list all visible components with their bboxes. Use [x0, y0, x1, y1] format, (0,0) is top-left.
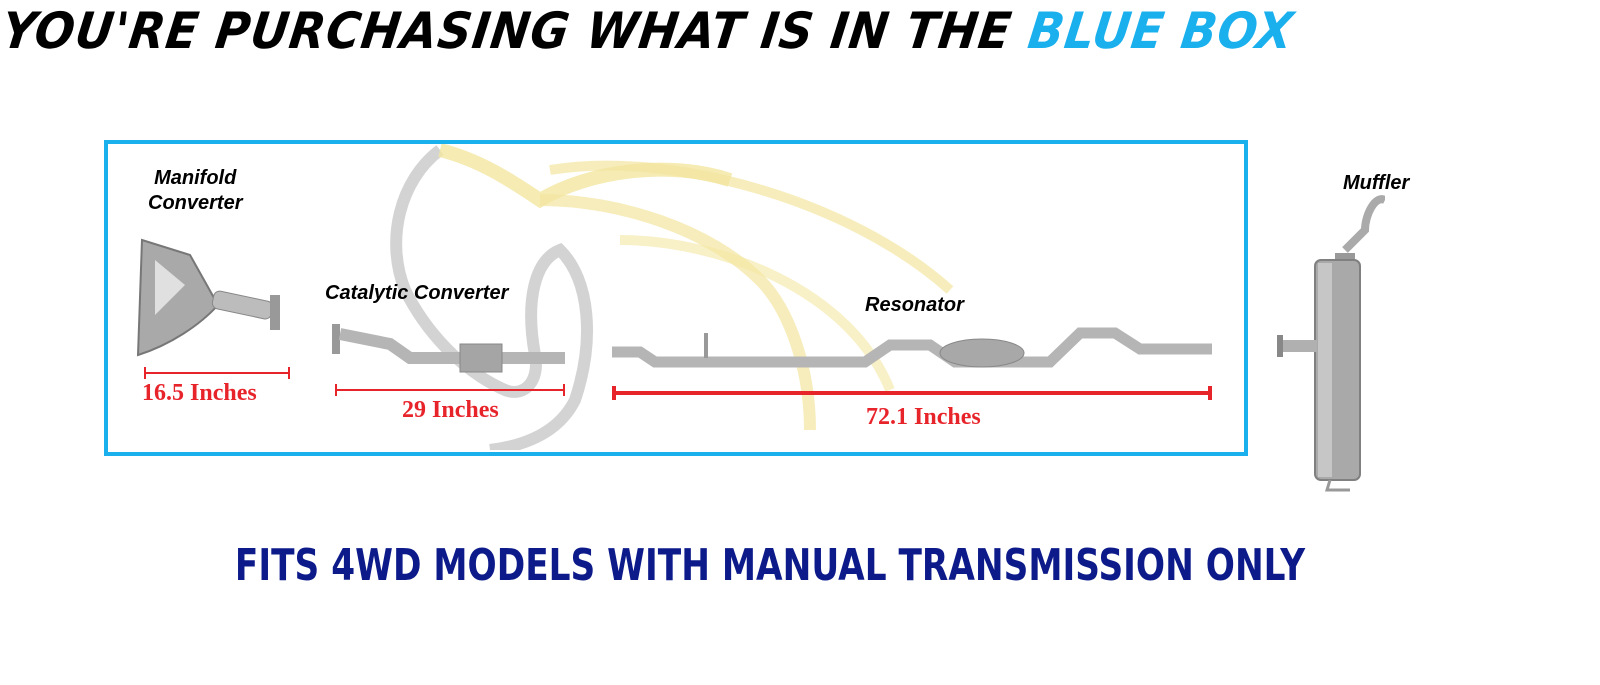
page-title: YOU'RE PURCHASING WHAT IS IN THE BLUE BO… — [0, 2, 1494, 60]
resonator-image — [612, 327, 1212, 368]
catalytic-converter-image — [332, 324, 565, 373]
part-label-resonator: Resonator — [865, 294, 964, 316]
fitment-note-text: FITS 4WD MODELS WITH MANUAL TRANSMISSION… — [234, 540, 1306, 591]
dimension-bar — [335, 384, 565, 396]
part-length-resonator: 72.1 Inches — [866, 404, 981, 430]
muffler-image — [1277, 195, 1385, 492]
manifold-converter-image — [136, 238, 280, 357]
part-label-manifold: Manifold Converter — [148, 166, 242, 216]
title-accent: BLUE BOX — [1024, 2, 1298, 60]
part-label-muffler: Muffler — [1343, 172, 1410, 194]
dimension-bar — [144, 367, 290, 379]
part-length-manifold: 16.5 Inches — [142, 380, 257, 406]
part-name-line: Converter — [148, 192, 243, 214]
part-length-catalytic-converter: 29 Inches — [402, 397, 499, 423]
part-label-catalytic-converter: Catalytic Converter — [325, 282, 509, 304]
part-name-line: Manifold — [154, 167, 237, 189]
included-parts-box — [104, 140, 1248, 456]
dimension-bar — [612, 386, 1212, 400]
title-prefix: YOU'RE PURCHASING WHAT IS IN THE — [0, 2, 1016, 60]
fitment-note: FITS 4WD MODELS WITH MANUAL TRANSMISSION… — [0, 540, 1600, 591]
